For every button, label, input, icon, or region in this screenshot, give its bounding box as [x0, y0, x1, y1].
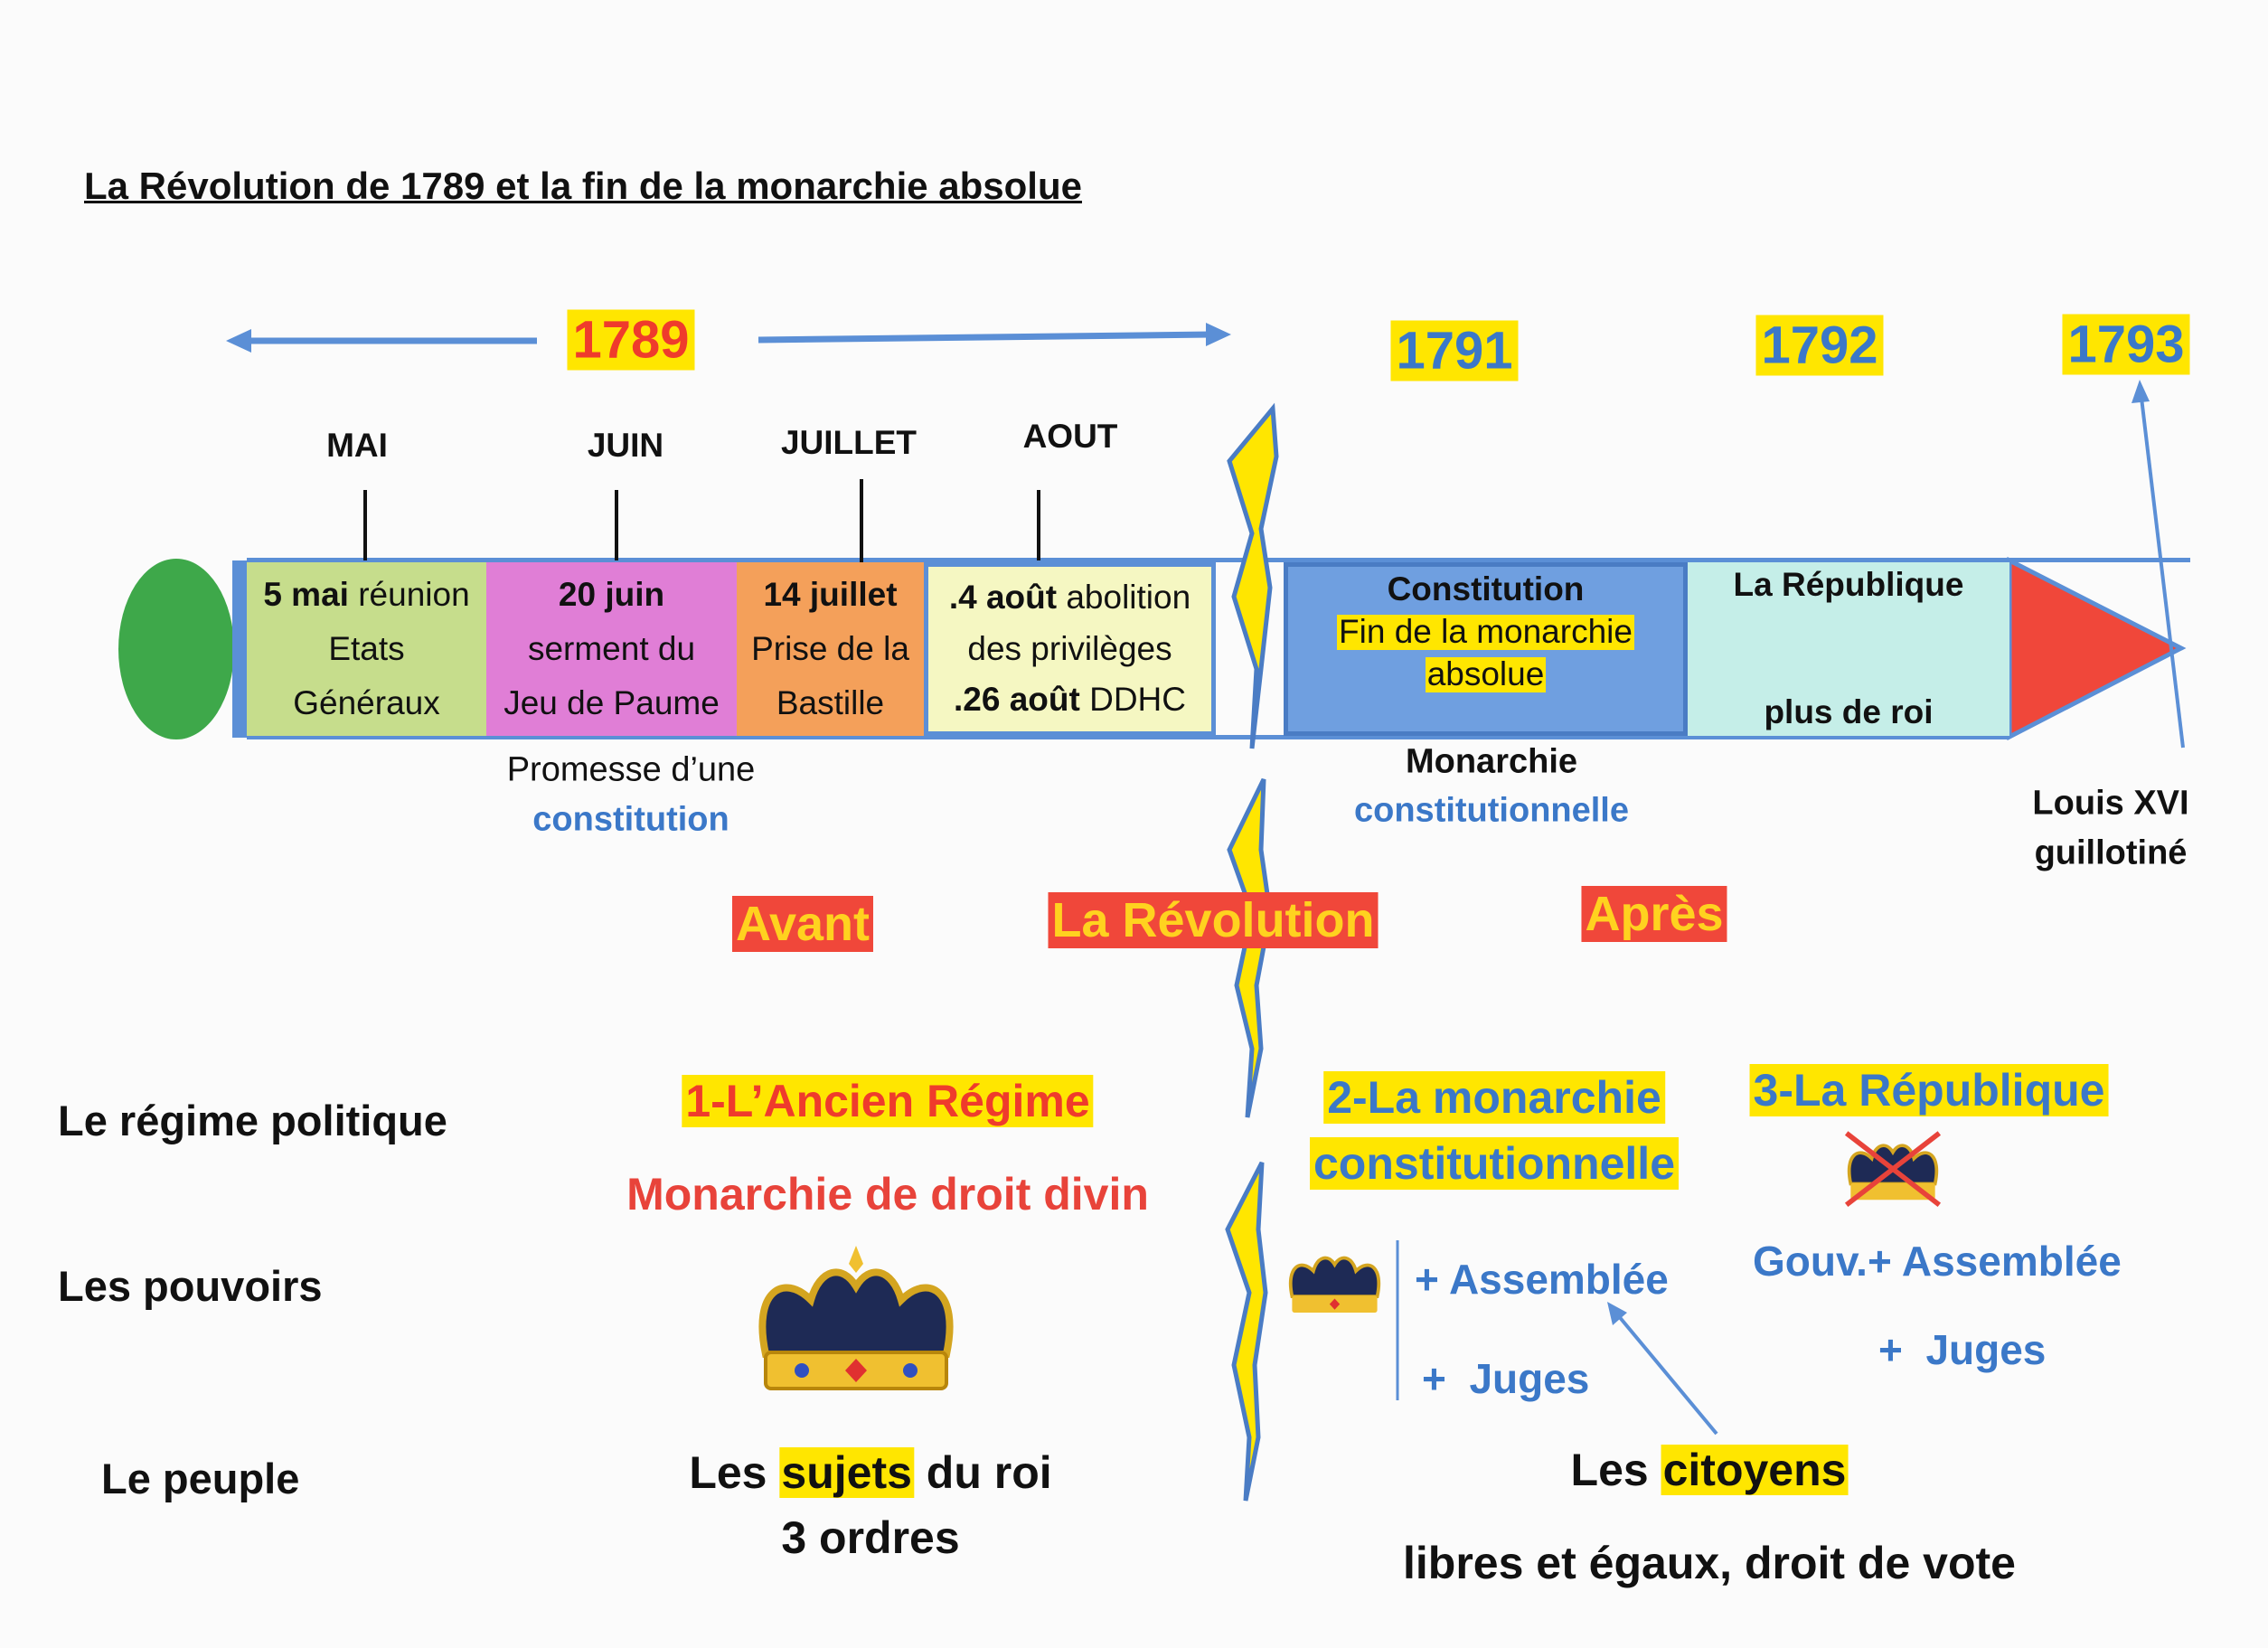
timeline-arrow-tip — [2007, 556, 2187, 741]
month-juillet: JUILLET — [780, 424, 918, 461]
crown-icon — [758, 1246, 954, 1390]
citoyens: Les citoyens — [1570, 1445, 1849, 1495]
segment-juillet: 14 juillet Prise de la Bastille — [737, 562, 924, 736]
monarchie-const-title2: constitutionnelle — [1310, 1137, 1679, 1190]
row-label-regime: Le régime politique — [58, 1097, 447, 1144]
note-guillotine: guillotiné — [2034, 833, 2188, 872]
timeline-start-cap — [118, 559, 234, 739]
citoyens-rights: libres et égaux, droit de vote — [1403, 1538, 2016, 1588]
ancien-regime-subtitle: Monarchie de droit divin — [626, 1169, 1149, 1220]
segment-republique: La République plus de roi — [1688, 562, 2009, 736]
plus-icon: + — [1878, 1326, 1926, 1373]
small-crown-icon — [1289, 1256, 1380, 1314]
crossed-crown-icon — [1844, 1131, 1942, 1208]
arrow-citoyens — [1607, 1302, 1718, 1436]
plus-icon: + — [1422, 1355, 1470, 1402]
republique-title: 3-La République — [1749, 1064, 2109, 1116]
rep-juges: + Juges — [1878, 1326, 2047, 1373]
row-label-peuple: Le peuple — [101, 1455, 300, 1502]
note-monarchie: Monarchie — [1405, 742, 1578, 781]
arrow-right-1789 — [758, 323, 1231, 346]
ancien-regime-title: 1-L’Ancien Régime — [682, 1075, 1094, 1127]
segment-aout: .4 août abolition des privilèges .26 aoû… — [924, 562, 1216, 736]
mc-juges: + Juges — [1422, 1355, 1590, 1402]
segment-constitution: Constitution Fin de la monarchie absolue — [1284, 562, 1688, 736]
note-constitution: constitution — [532, 800, 729, 839]
phase-apres: Après — [1581, 886, 1727, 942]
row-label-pouvoirs: Les pouvoirs — [58, 1262, 323, 1310]
monarchie-const-title1: 2-La monarchie — [1323, 1071, 1665, 1124]
mc-assemblee: + Assemblée — [1415, 1256, 1669, 1303]
note-louis: Louis XVI — [2032, 784, 2189, 823]
arrow-1793 — [2132, 380, 2185, 749]
year-1793: 1793 — [2062, 314, 2190, 375]
month-mai: MAI — [326, 427, 388, 464]
note-constitutionnelle: constitutionnelle — [1354, 791, 1629, 830]
phase-avant: Avant — [731, 896, 874, 952]
year-1789: 1789 — [567, 309, 695, 371]
segment-juin: 20 juin serment du Jeu de Paume — [486, 562, 737, 736]
rep-gouv-assemblee: Gouv.+ Assemblée — [1753, 1238, 2122, 1285]
segment-mai: 5 mai réunion Etats Généraux — [247, 562, 486, 736]
month-ticks — [363, 479, 1040, 565]
ancien-ordres: 3 ordres — [781, 1512, 960, 1563]
year-1791: 1791 — [1390, 320, 1519, 381]
page-title: La Révolution de 1789 et la fin de la mo… — [84, 165, 1082, 207]
year-1792: 1792 — [1755, 315, 1884, 376]
arrow-left-1789 — [226, 329, 537, 353]
phase-revolution: La Révolution — [1048, 892, 1379, 948]
ancien-people: Les sujets du roi — [689, 1447, 1052, 1498]
note-promesse: Promesse d’une — [506, 750, 756, 789]
plus-icon: + — [1867, 1238, 1902, 1285]
month-aout: AOUT — [1022, 418, 1118, 455]
plus-icon: + — [1415, 1256, 1449, 1303]
lightning-bolt — [1225, 402, 1279, 1502]
month-juin: JUIN — [587, 427, 664, 464]
